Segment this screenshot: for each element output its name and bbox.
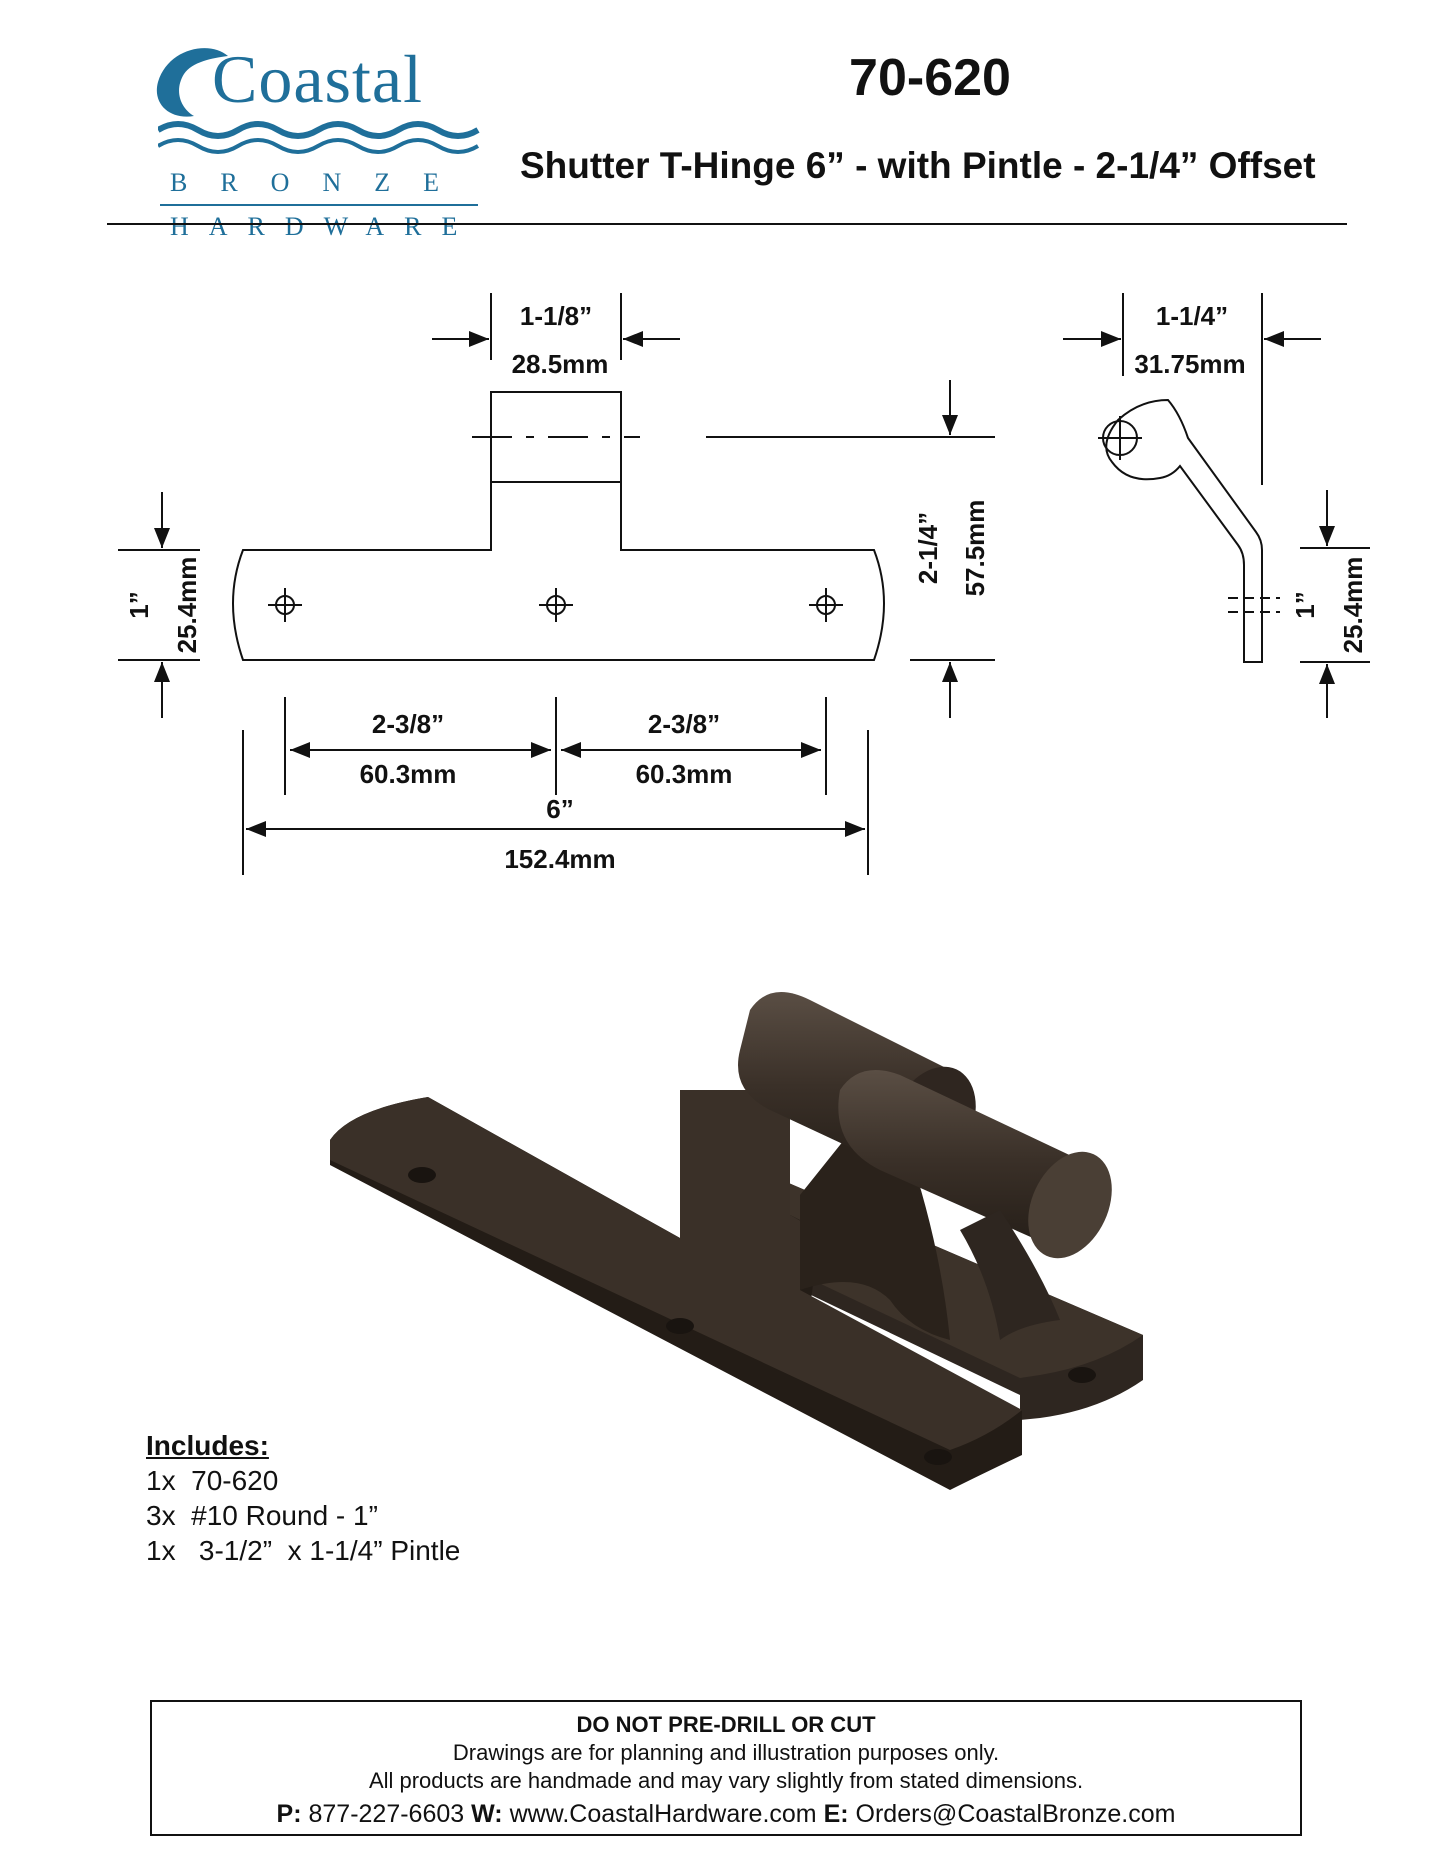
dim-side-height-in: 1” — [1290, 591, 1320, 618]
dim-hole-right-in: 2-3/8” — [648, 709, 720, 739]
disclaimer-line2: All products are handmade and may vary s… — [368, 1768, 1084, 1793]
dim-total-height-mm: 57.5mm — [960, 500, 990, 597]
warning-text: DO NOT PRE-DRILL OR CUT — [576, 1712, 876, 1737]
disclaimer-line1: Drawings are for planning and illustrati… — [452, 1740, 1000, 1765]
dim-side-offset-in: 1-1/4” — [1156, 301, 1228, 331]
dim-total-height-in: 2-1/4” — [913, 512, 943, 584]
dim-plate-height-mm: 25.4mm — [172, 557, 202, 654]
wave-logo-icon — [156, 48, 228, 117]
phone-label: P: — [276, 1800, 302, 1828]
dim-hole-left-in: 2-3/8” — [372, 709, 444, 739]
brand-logo: Coastal BRONZE HARDWARE — [150, 40, 490, 241]
header-divider — [107, 223, 1347, 225]
waves-icon — [158, 121, 480, 154]
screw-hole-icon — [268, 588, 302, 622]
screw-hole-icon — [809, 588, 843, 622]
technical-drawing: 1-1/8” 28.5mm 1” 25.4mm 2-1/4” 57.5mm 2-… — [118, 293, 1370, 875]
screw-hole-icon — [924, 1449, 952, 1465]
includes-list: Includes: 1x 70-620 3x #10 Round - 1” 1x… — [146, 1428, 460, 1568]
dim-side-height-mm: 25.4mm — [1338, 557, 1368, 654]
screw-hole-icon — [408, 1167, 436, 1183]
list-item: 3x #10 Round - 1” — [146, 1500, 378, 1531]
dim-plate-height-in: 1” — [124, 591, 154, 618]
list-item: 1x 3-1/2” x 1-1/4” Pintle — [146, 1535, 461, 1566]
dim-side-offset-mm: 31.75mm — [1134, 349, 1245, 379]
brand-line1: BRONZE — [170, 168, 472, 197]
brand-name: Coastal — [212, 41, 423, 117]
hinge-side-outline — [1105, 398, 1263, 663]
phone-number[interactable]: 877-227-6603 — [308, 1800, 465, 1828]
brand-line2: HARDWARE — [170, 212, 478, 241]
includes-heading: Includes: — [146, 1430, 269, 1461]
notice-box: DO NOT PRE-DRILL OR CUT Drawings are for… — [150, 1700, 1302, 1836]
email-link[interactable]: Orders@CoastalBronze.com — [855, 1800, 1176, 1828]
list-item: 1x 70-620 — [146, 1465, 279, 1496]
dim-top-width-mm: 28.5mm — [512, 349, 609, 379]
screw-hole-icon — [539, 588, 573, 622]
screw-hole-icon — [1068, 1367, 1096, 1383]
web-label: W: — [471, 1800, 503, 1828]
logo-divider — [160, 204, 478, 206]
dim-hole-left-mm: 60.3mm — [360, 759, 457, 789]
contact-line: P: 877-227-6603 W: www.CoastalHardware.c… — [152, 1800, 1300, 1829]
email-label: E: — [823, 1800, 849, 1828]
website-link[interactable]: www.CoastalHardware.com — [509, 1800, 817, 1828]
screw-hole-icon — [666, 1318, 694, 1334]
hinge-product-image — [330, 992, 1143, 1490]
dim-hole-right-mm: 60.3mm — [636, 759, 733, 789]
hinge-front-outline — [232, 391, 885, 661]
dim-length-mm: 152.4mm — [504, 844, 615, 874]
product-title: Shutter T-Hinge 6” - with Pintle - 2-1/4… — [520, 145, 1316, 186]
dim-top-width-in: 1-1/8” — [520, 301, 592, 331]
dim-length-in: 6” — [546, 794, 573, 824]
part-number: 70-620 — [849, 49, 1011, 107]
